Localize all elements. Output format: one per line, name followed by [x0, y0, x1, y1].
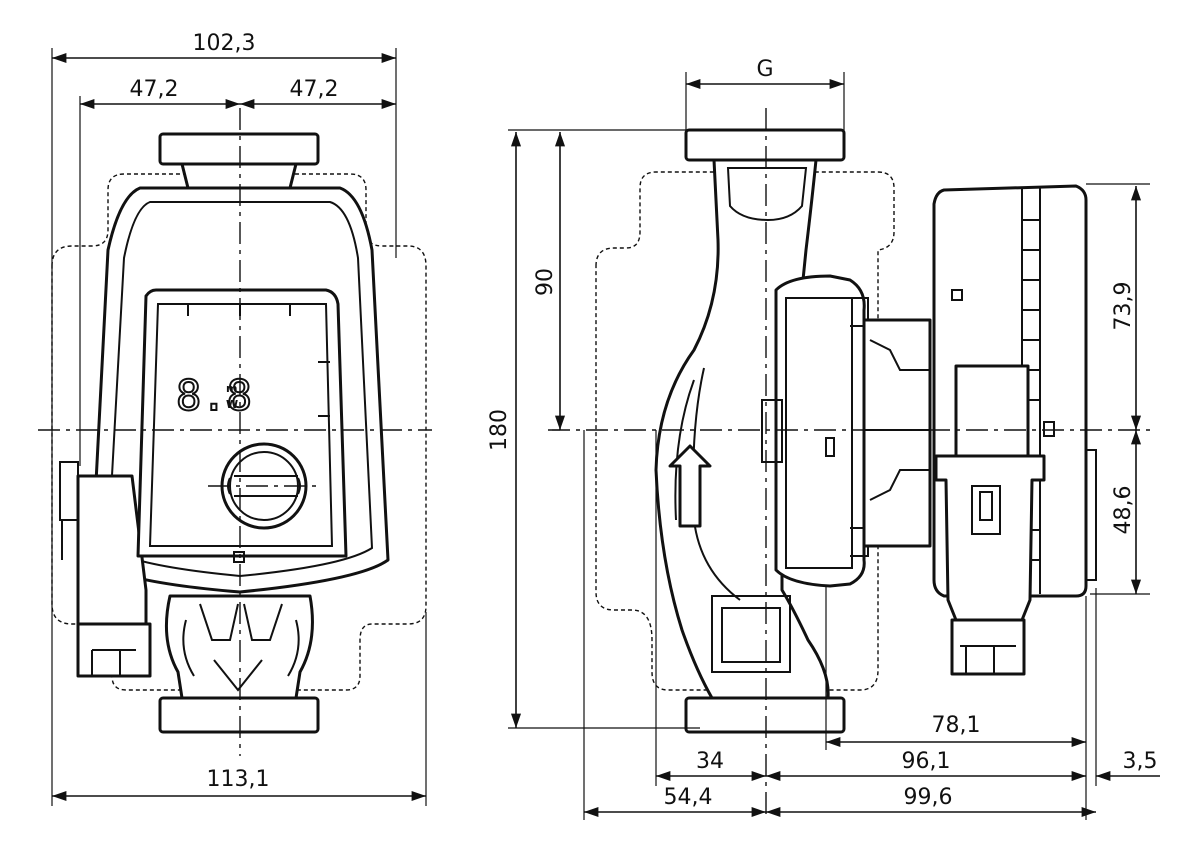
dim-label-knob-depth: 3,5: [1123, 749, 1158, 774]
front-top-flange: [158, 132, 320, 166]
front-knob-grip-notches: [227, 475, 301, 497]
display-unit-m: m: [226, 382, 237, 395]
front-lower-body-ribs: [182, 603, 300, 692]
front-top-neck: [180, 162, 298, 190]
side-connector-box: [954, 364, 1030, 458]
display-unit-w: W: [226, 398, 238, 411]
side-bottom-flange: [684, 696, 846, 734]
side-connector-latch-inner: [979, 491, 993, 521]
side-clearance-envelope: [595, 171, 895, 691]
front-plug-details: [59, 461, 136, 676]
side-extension-lines: [508, 72, 1150, 820]
side-top-flange: [684, 128, 846, 162]
dim-label-upper-height: 90: [533, 268, 558, 296]
dim-label-total-right: 99,6: [904, 785, 953, 810]
front-housing-inner-outline: [106, 201, 374, 578]
side-connector-latch: [971, 485, 1001, 535]
dim-label-motor-depth: 78,1: [932, 713, 981, 738]
side-connector-housing: [934, 454, 1046, 622]
dim-label-front-overall: 102,3: [193, 31, 256, 56]
front-display-inner: [148, 303, 334, 547]
side-motor-indicator-square: [951, 289, 963, 301]
front-view: 8.8 m W 102,3 47,2 47,2 113,1: [38, 31, 432, 806]
dim-label-front-bottom: 113,1: [207, 767, 270, 792]
dim-label-port-size: G: [756, 57, 773, 82]
front-cable-connector: [76, 474, 148, 626]
dim-label-motor-upper: 73,9: [1111, 282, 1136, 331]
dim-label-front-right-half: 47,2: [290, 77, 339, 102]
side-plug-details: [960, 645, 1016, 674]
side-pump-head: [774, 274, 866, 588]
dim-label-rear-depth: 96,1: [902, 749, 951, 774]
dim-label-total-left: 54,4: [664, 785, 713, 810]
front-bottom-flange: [158, 696, 320, 734]
side-rear-knob-edge: [1086, 449, 1097, 581]
dim-label-front-left-half: 47,2: [130, 77, 179, 102]
dim-label-total-height: 180: [487, 409, 512, 451]
front-extension-lines: [51, 48, 427, 806]
dim-label-motor-lower: 48,6: [1111, 486, 1136, 535]
side-flow-arrow: [668, 444, 712, 528]
side-pump-head-inner: [761, 297, 853, 569]
front-status-marker: [233, 551, 245, 563]
side-motor-neck: [862, 318, 932, 548]
side-motor-rear-square: [1043, 421, 1055, 437]
side-view: G 180 90 73,9 48,6 78,1 34 96,1 3,5 54,4…: [487, 57, 1160, 820]
dim-label-front-depth: 34: [696, 749, 724, 774]
